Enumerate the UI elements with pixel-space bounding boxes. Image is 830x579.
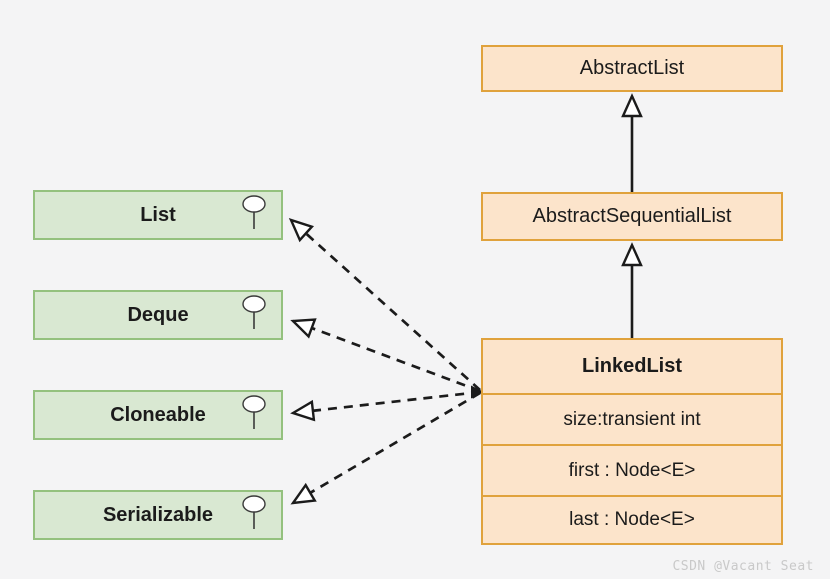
- interface-lollipop-icon: [242, 395, 266, 429]
- field-size: size:transient int: [483, 393, 781, 444]
- interface-box-deque: Deque: [33, 290, 283, 340]
- csdn-watermark: CSDN @Vacant Seat: [672, 559, 814, 574]
- interface-box-cloneable: Cloneable: [33, 390, 283, 440]
- class-name-linkedlist: LinkedList: [581, 355, 682, 377]
- interface-box-serializable: Serializable: [33, 490, 283, 540]
- class-box-abstractsequentiallist: AbstractSequentialList: [481, 192, 783, 241]
- class-name-abstractlist: AbstractList: [579, 57, 685, 79]
- implements-arrow-linkedlist-to-list: [288, 218, 481, 392]
- interface-name-deque: Deque: [127, 303, 189, 326]
- implements-arrow-linkedlist-to-deque: [290, 318, 481, 393]
- implements-arrow-linkedlist-to-serializable: [290, 391, 481, 505]
- interface-name-cloneable: Cloneable: [110, 403, 206, 426]
- field-last: last : Node<E>: [483, 495, 781, 543]
- interface-name-list: List: [140, 203, 176, 226]
- class-box-abstractlist: AbstractList: [481, 45, 783, 92]
- implements-arrow-linkedlist-to-cloneable: [290, 390, 481, 422]
- interface-name-serializable: Serializable: [102, 503, 214, 526]
- interface-box-list: List: [33, 190, 283, 240]
- interface-lollipop-icon: [242, 495, 266, 529]
- class-name-abstractsequentiallist: AbstractSequentialList: [532, 205, 732, 227]
- field-first: first : Node<E>: [483, 444, 781, 495]
- interface-lollipop-icon: [242, 295, 266, 329]
- class-box-linkedlist: LinkedList size:transient int first : No…: [481, 338, 783, 545]
- interface-lollipop-icon: [242, 195, 266, 229]
